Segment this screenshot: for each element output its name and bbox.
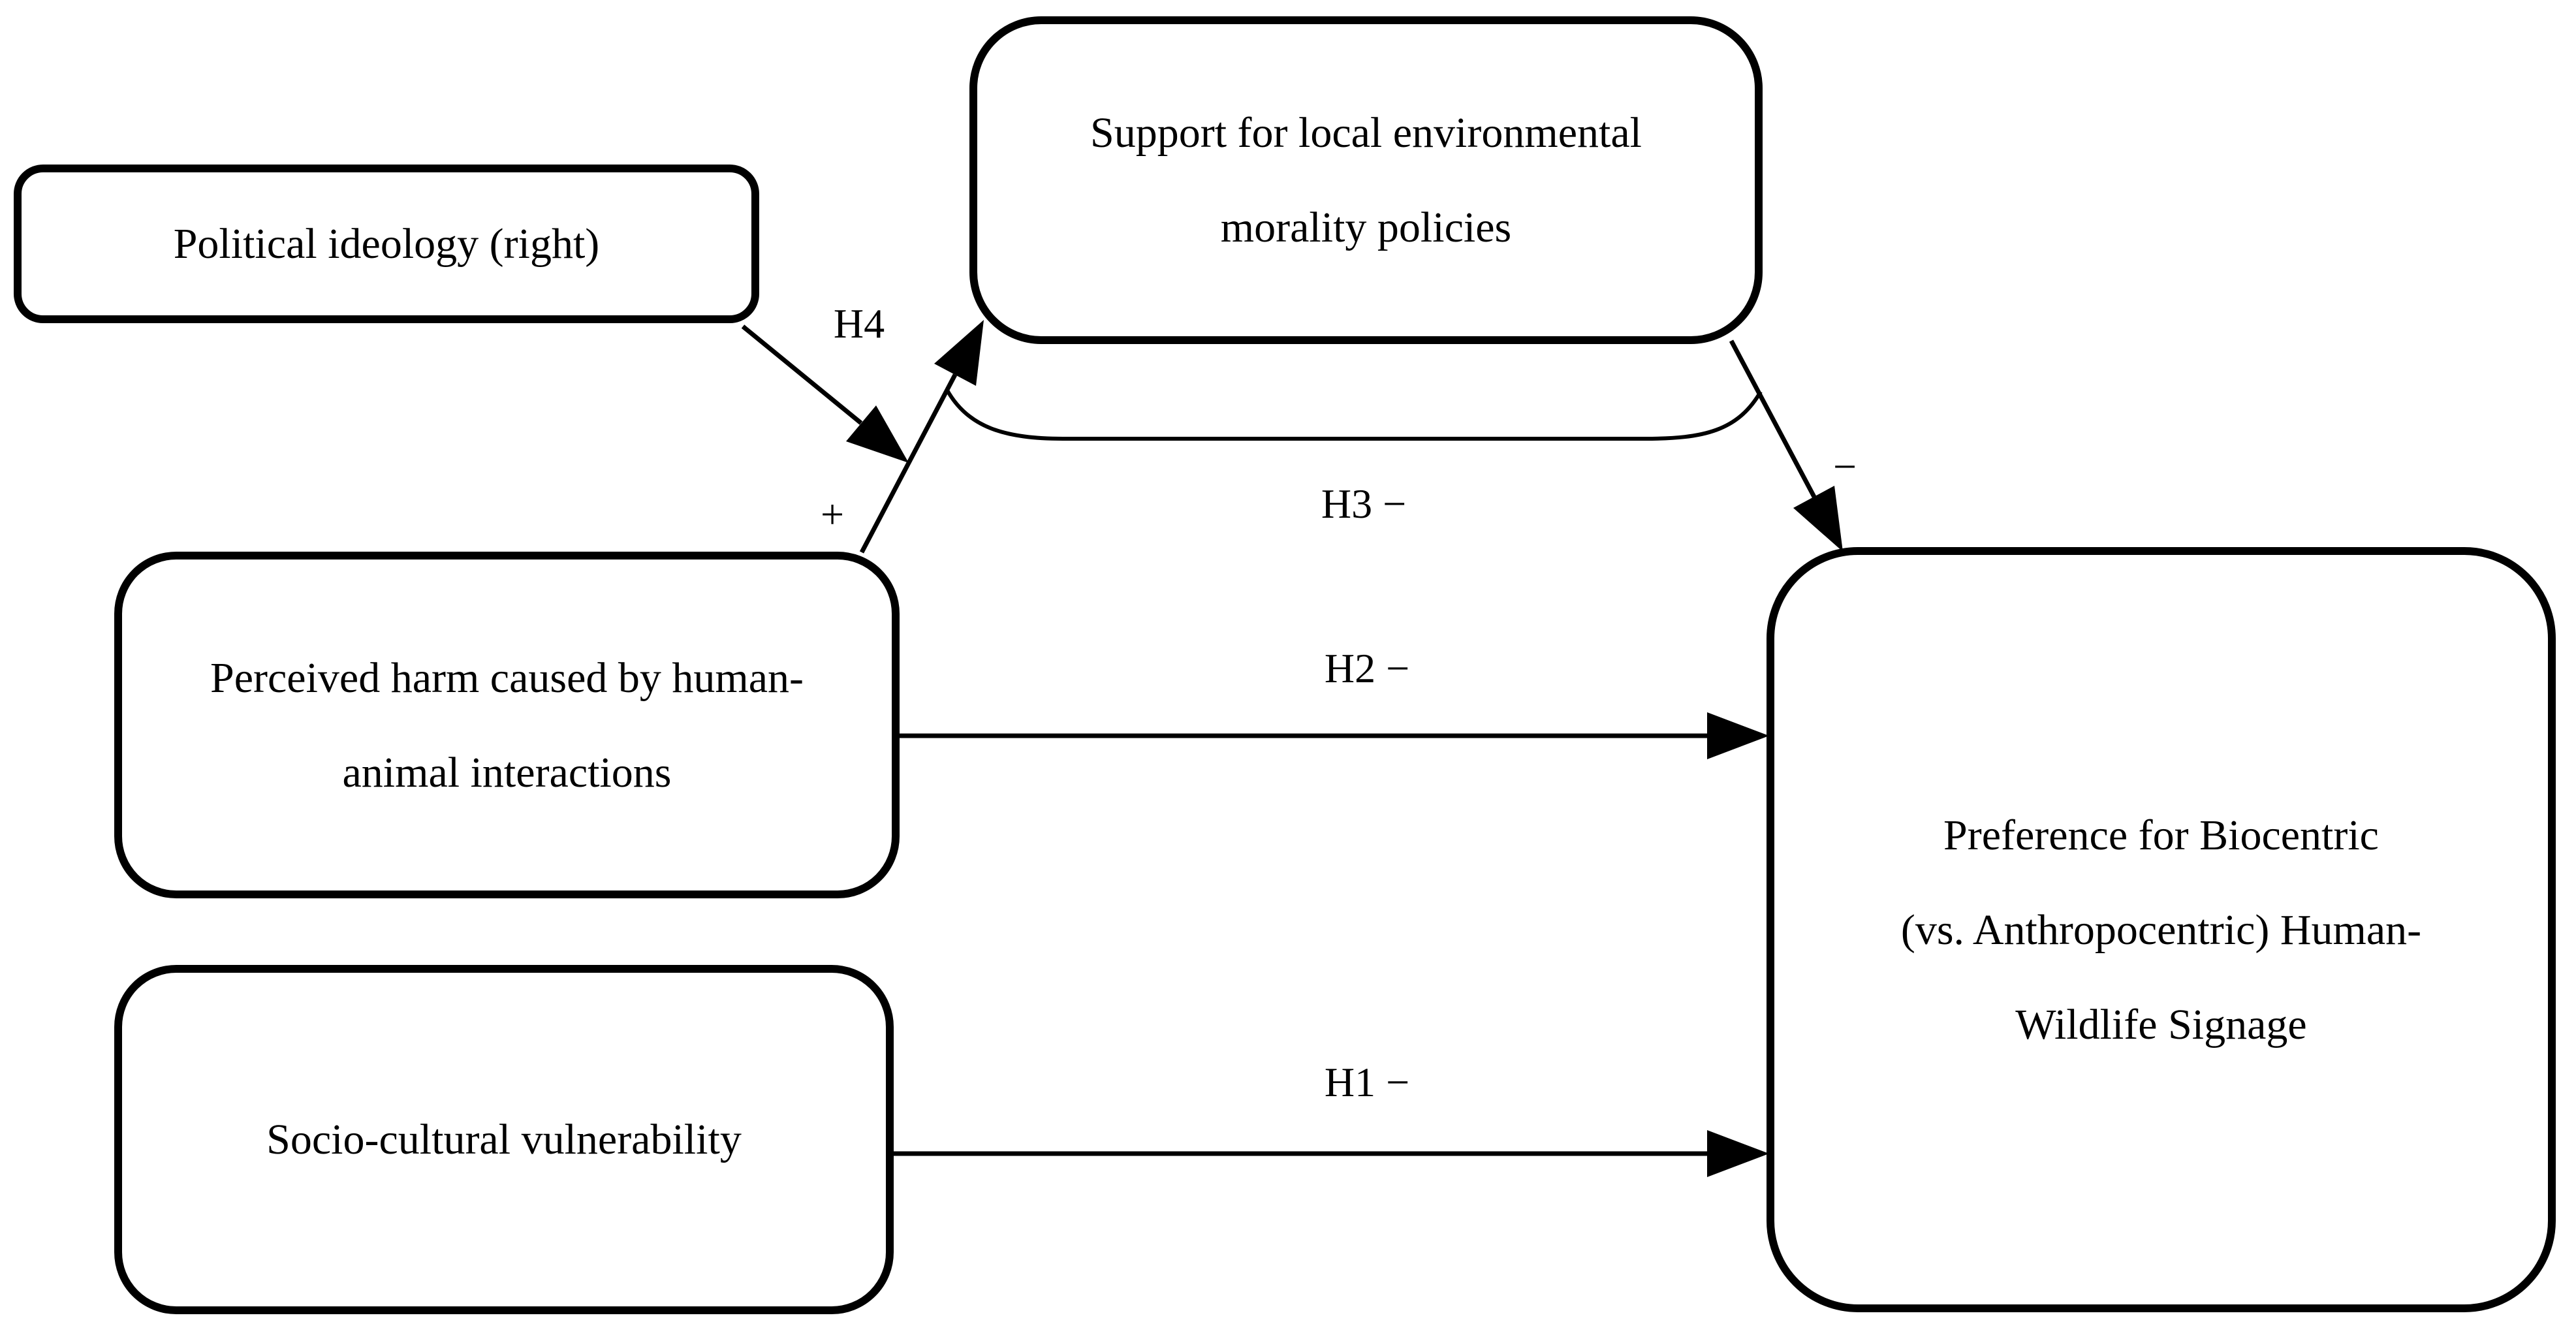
h1-arrowhead [1707, 1130, 1769, 1177]
box-support-label-line1: Support for local environmental [1090, 109, 1642, 157]
h4-path-label: H4 [833, 300, 885, 347]
perceived-to-support-arrow [859, 320, 984, 554]
h4-arrowhead [846, 405, 909, 463]
plus-sign-label: + [820, 491, 845, 537]
box-support-environmental-morality-policies: Support for local environmental morality… [969, 16, 1763, 344]
box-perceived-harm-label-line2: animal interactions [342, 748, 672, 796]
support-to-preference-arrow [1729, 339, 1843, 552]
plus-path-arrowhead [934, 320, 984, 386]
box-socio-cultural-label: Socio-cultural vulnerability [266, 1116, 742, 1163]
box-perceived-harm: Perceived harm caused by human- animal i… [114, 552, 900, 898]
box-preference-label-line3: Wildlife Signage [2015, 1000, 2307, 1048]
box-perceived-harm-label-line1: Perceived harm caused by human- [210, 654, 804, 702]
h1-minus-path-label: H1 − [1324, 1059, 1410, 1105]
h2-minus-path-label: H2 − [1324, 645, 1410, 691]
h2-arrow [896, 712, 1769, 759]
minus-path-arrowhead [1793, 486, 1843, 552]
box-political-ideology: Political ideology (right) [14, 165, 759, 323]
h3-indirect-effect-arc [945, 388, 1763, 441]
h3-minus-path-label: H3 − [1321, 481, 1407, 527]
h1-arrow [891, 1130, 1769, 1177]
box-preference-biocentric-signage: Preference for Biocentric (vs. Anthropoc… [1767, 547, 2556, 1312]
box-preference-label-line1: Preference for Biocentric [1943, 811, 2379, 859]
box-political-ideology-label: Political ideology (right) [173, 220, 600, 268]
h2-arrowhead [1707, 712, 1769, 759]
minus-sign-label: − [1832, 443, 1857, 490]
box-preference-label-line2: (vs. Anthropocentric) Human- [1900, 906, 2422, 954]
box-support-label-line2: morality policies [1220, 204, 1512, 251]
h4-moderation-arrow [741, 324, 909, 463]
box-socio-cultural-vulnerability: Socio-cultural vulnerability [114, 965, 894, 1314]
